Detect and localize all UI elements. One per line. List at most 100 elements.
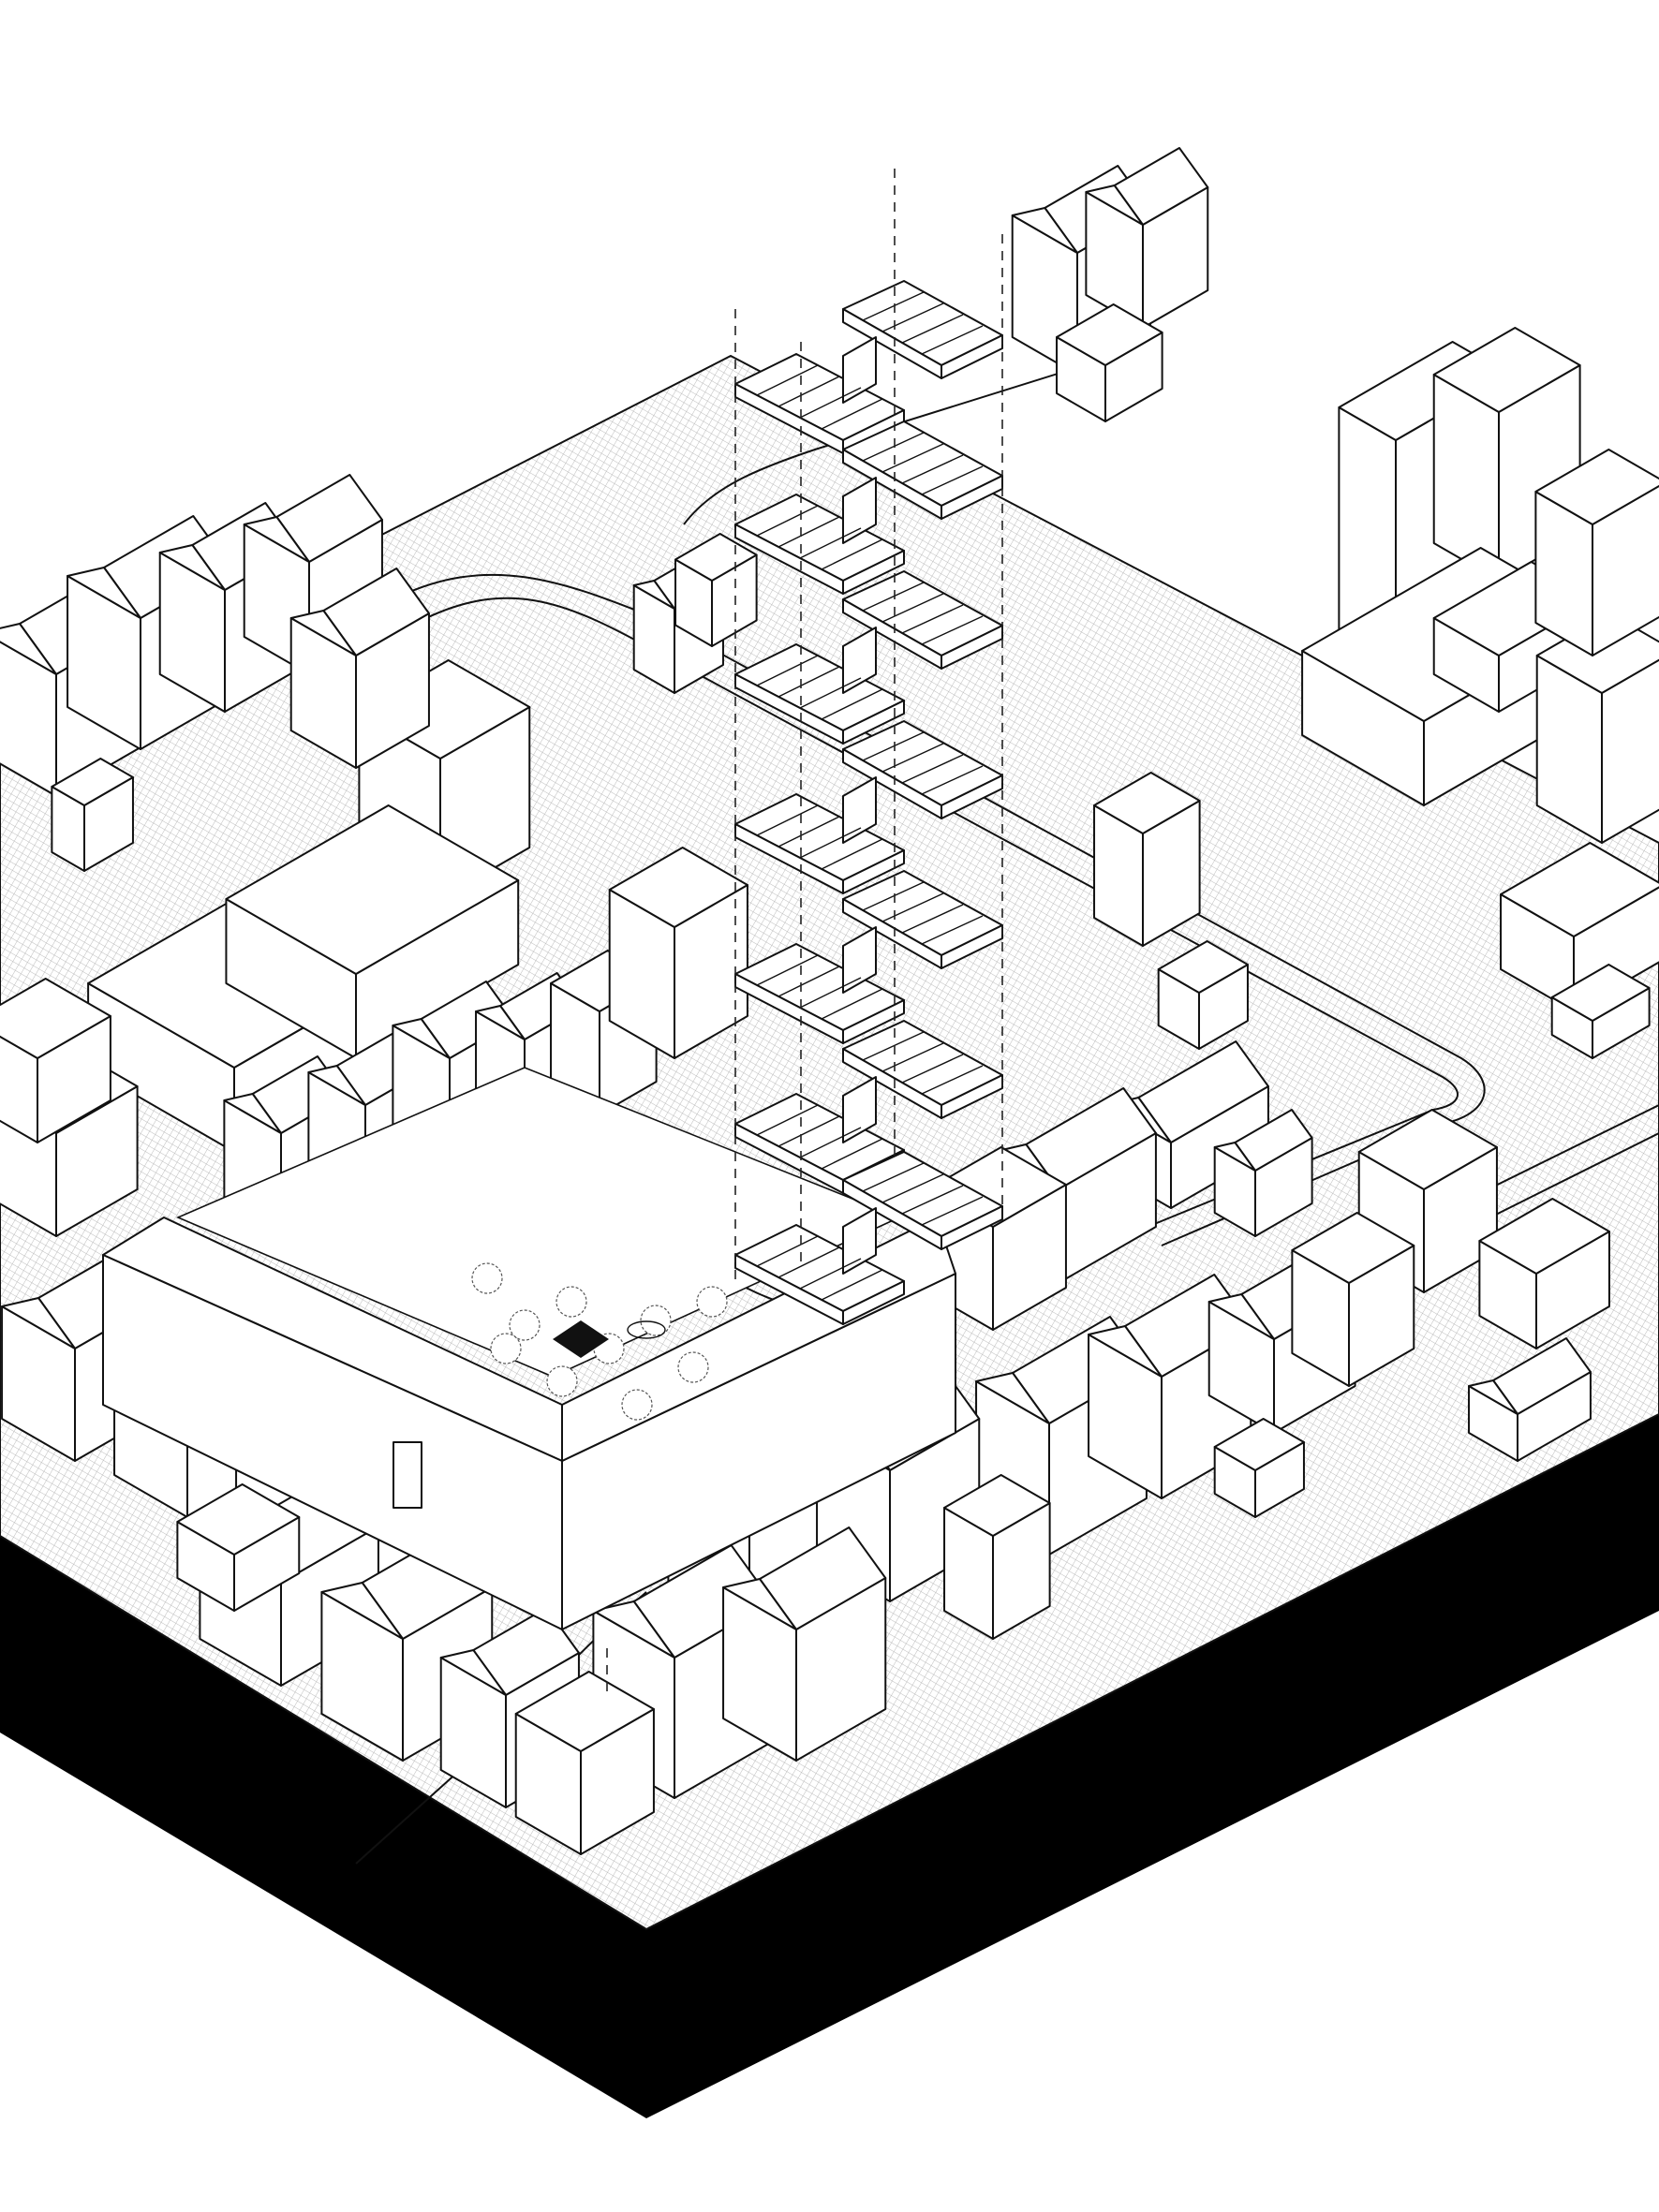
building-24 <box>1432 327 1581 582</box>
floor-plate-1-core <box>842 336 877 404</box>
floor-plate-7-wall-left-3 <box>799 1258 862 1290</box>
building-55-roof-gable <box>320 1582 404 1640</box>
courtyard-tree-6 <box>677 1351 709 1383</box>
building-49-roof-gable <box>722 1578 797 1630</box>
floor-plate-6-wall-left-2 <box>778 1115 840 1147</box>
building-39-roof-gable <box>1468 1379 1518 1415</box>
building-13-roof-gable <box>307 1065 366 1106</box>
building-44-roof <box>1213 1418 1305 1471</box>
floor-plate-5-wall-right-4 <box>921 915 984 945</box>
building-32-roof <box>1550 964 1651 1022</box>
building-19-roof <box>674 533 758 582</box>
building-24-roof <box>1432 327 1581 413</box>
building-19 <box>674 533 758 647</box>
building-31-roof <box>1500 842 1659 937</box>
exploded-floor-plates <box>734 280 1003 1325</box>
building-21 <box>1085 147 1209 329</box>
courtyard-tree-9 <box>490 1333 522 1364</box>
floor-plate-2-core <box>842 477 877 544</box>
floor-plate-3-wall-left-3 <box>799 677 862 709</box>
building-9-roof <box>225 804 520 975</box>
floor-plate-3 <box>734 570 1003 745</box>
building-34-roof-gable <box>1213 1142 1256 1172</box>
building-5 <box>51 758 134 872</box>
floor-plate-4 <box>734 720 1003 894</box>
floor-plate-3-wall-left-1 <box>756 655 819 686</box>
building-29 <box>1093 772 1201 947</box>
building-1-roof-gable <box>0 623 57 675</box>
context-buildings <box>0 147 1659 1855</box>
floor-plate-7-wall-right-3 <box>901 1185 964 1215</box>
courtyard-landscape <box>471 1262 728 1421</box>
building-48-roof-gable <box>592 1600 675 1659</box>
building-41-roof-gable <box>1088 1325 1163 1378</box>
building-4-roof-gable <box>243 516 310 563</box>
building-17 <box>608 847 748 1059</box>
floor-plate-2 <box>734 420 1003 595</box>
building-15-roof-gable <box>475 1005 526 1040</box>
floor-plate-6-wall-right-4 <box>921 1065 984 1095</box>
floor-plate-4-wall-right-1 <box>862 731 925 761</box>
building-21-roof-gable <box>1085 184 1144 226</box>
floor-plate-2-wall-left-1 <box>756 505 819 537</box>
building-3-roof-gable <box>158 544 226 591</box>
building-49 <box>722 1526 887 1762</box>
floor-plate-6-right-edge-2 <box>842 1048 942 1119</box>
building-32 <box>1550 964 1651 1059</box>
floor-plate-2-wall-left-3 <box>799 527 862 559</box>
floor-plate-2-wall-left-2 <box>778 516 840 548</box>
building-47 <box>943 1474 1051 1640</box>
floor-plate-7-wall-right-2 <box>881 1173 944 1203</box>
floor-plate-3-wall-right-4 <box>921 615 984 645</box>
floor-plate-1-wall-left-2 <box>778 376 840 407</box>
floor-plate-1-wall-left-4 <box>821 398 883 430</box>
floor-plate-6-wall-right-2 <box>881 1042 944 1072</box>
building-30-roof <box>1157 940 1249 994</box>
building-28-roof <box>1534 449 1659 525</box>
floor-plate-2-wall-right-3 <box>901 454 964 484</box>
floor-plate-1-right-edge-2 <box>842 308 942 379</box>
floor-plate-6-wall-left-4 <box>821 1138 883 1170</box>
floor-plate-2-wall-right-2 <box>881 443 944 473</box>
floor-plate-6-wall-left-3 <box>799 1127 862 1158</box>
floor-plate-5-wall-left-4 <box>821 988 883 1020</box>
floor-plate-5 <box>734 870 1003 1044</box>
building-38-roof <box>1478 1198 1610 1275</box>
floor-plate-5-wall-right-1 <box>862 881 925 911</box>
floor-plate-7 <box>734 1151 1003 1325</box>
floor-plate-5-left-edge-2 <box>842 999 905 1044</box>
floor-plate-6-wall-right-1 <box>862 1031 925 1061</box>
building-58 <box>176 1483 301 1612</box>
floor-plate-3-wall-right-3 <box>901 604 964 634</box>
floor-plate-4-wall-left-3 <box>799 827 862 859</box>
floor-plate-4-wall-right-2 <box>881 743 944 773</box>
floor-plate-4-left-edge-2 <box>842 849 905 894</box>
courtyard-tree-2 <box>509 1309 541 1341</box>
building-7 <box>289 568 430 769</box>
floor-plate-2-right-edge-2 <box>842 449 942 520</box>
building-44 <box>1213 1418 1305 1518</box>
building-14-roof-gable <box>392 1018 451 1059</box>
courtyard-tree-5 <box>640 1305 672 1336</box>
floor-plate-1-wall-right-4 <box>921 325 984 355</box>
building-18-roof-gable <box>632 580 675 610</box>
building-7-roof-gable <box>289 610 357 656</box>
floor-plate-5-wall-left-3 <box>799 977 862 1009</box>
building-5-roof <box>51 758 134 806</box>
building-57 <box>514 1671 655 1855</box>
courtyard-tree-7 <box>546 1365 578 1397</box>
floor-plate-6-core <box>842 1076 877 1143</box>
floor-plate-7-wall-left-4 <box>821 1269 883 1301</box>
floor-plate-7-wall-left-1 <box>756 1235 819 1267</box>
floor-plate-1-wall-right-1 <box>862 291 925 321</box>
floor-plate-6-wall-left-1 <box>756 1104 819 1136</box>
building-56 <box>439 1607 580 1808</box>
building-57-roof <box>514 1671 655 1752</box>
building-56-roof-gable <box>439 1649 507 1696</box>
floor-plate-2-left-edge-2 <box>842 550 905 595</box>
floor-plate-6-wall-right-3 <box>901 1054 964 1084</box>
floor-plate-3-left-edge-2 <box>842 700 905 745</box>
building-22-roof <box>1056 303 1163 366</box>
floor-plate-1-wall-right-2 <box>881 302 944 332</box>
playground-equipment-icon <box>627 1320 666 1339</box>
